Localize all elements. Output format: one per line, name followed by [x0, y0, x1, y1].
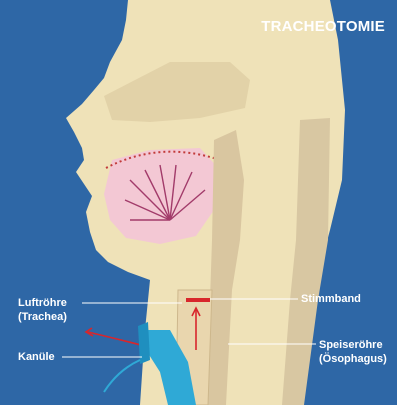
- airflow-into-cannula: [104, 360, 140, 392]
- label-vocal-cord: Stimmband: [301, 292, 361, 306]
- label-esophagus-line2: (Ösophagus): [319, 352, 387, 366]
- diagram-title: TRACHEOTOMIE: [261, 18, 385, 35]
- label-trachea: Luftröhre (Trachea): [18, 296, 67, 324]
- label-trachea-line1: Luftröhre: [18, 296, 67, 310]
- label-esophagus: Speiseröhre (Ösophagus): [319, 338, 387, 366]
- label-esophagus-line1: Speiseröhre: [319, 338, 387, 352]
- cannula-flange: [138, 322, 150, 364]
- vocal-cord-mark: [186, 298, 210, 302]
- label-cannula: Kanüle: [18, 350, 55, 364]
- label-trachea-line2: (Trachea): [18, 310, 67, 324]
